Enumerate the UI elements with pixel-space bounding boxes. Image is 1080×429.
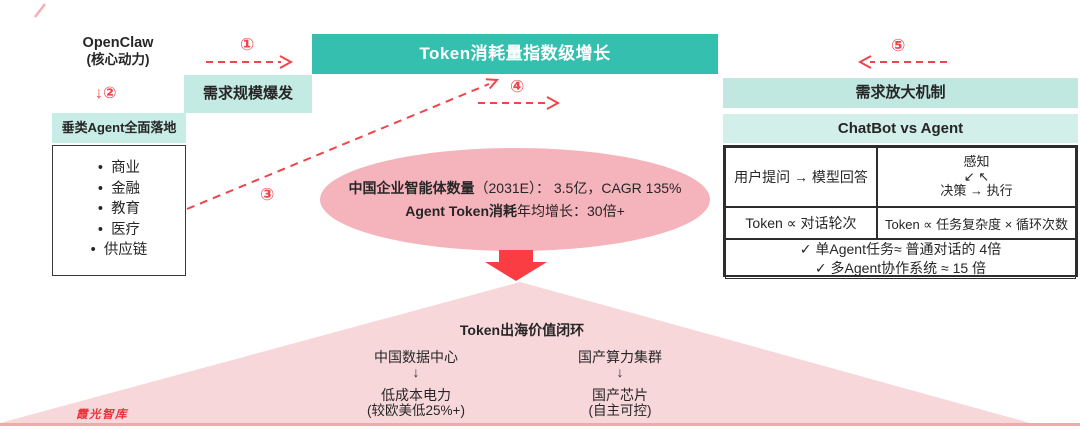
funnel-left-mid: 低成本电力: [381, 387, 451, 403]
corner-dash-decoration: [34, 3, 46, 18]
chatbot-flow-cell: 用户提问 → 模型回答: [725, 147, 877, 207]
list-item: 商业: [53, 158, 185, 179]
list-item: 金融: [53, 179, 185, 200]
list-item: 教育: [53, 199, 185, 220]
agent-token-cell: Token ∝ 任务复杂度 × 循环次数: [877, 207, 1076, 239]
amplification-header: 需求放大机制: [723, 78, 1078, 108]
forecast-line-1: 中国企业智能体数量（2031E）： 3.5亿，CAGR 135%: [349, 178, 682, 198]
agent-loop-arrows: ↙ ↖: [963, 168, 990, 184]
funnel-left-top: 中国数据中心: [374, 349, 458, 365]
comparison-table: 用户提问 → 模型回答 感知 ↙ ↖ 决策 → 执行 Token ∝ 对话轮次 …: [723, 145, 1078, 279]
multi-agent-note: ✓ 多Agent协作系统 ≈ 15 倍: [814, 260, 987, 276]
arrow-3-head-icon: [485, 78, 500, 90]
vertical-agent-list-box: 商业 金融 教育 医疗 供应链: [52, 145, 186, 276]
arrow-5-head-icon: [857, 55, 872, 69]
openclaw-label: OpenClaw (核心动力): [50, 35, 186, 68]
forecast-line-2-bold: Agent Token消耗: [405, 203, 517, 219]
forecast-line-2: Agent Token消耗年均增长：30倍+: [405, 201, 625, 221]
agent-loop-perceive: 感知: [963, 154, 990, 170]
single-agent-note: ✓ 单Agent任务≈ 普通对话的 4倍: [799, 241, 1002, 257]
openclaw-subtitle: (核心动力): [86, 52, 150, 67]
funnel-right-mid: 国产芯片: [592, 387, 648, 403]
list-item: 供应链: [53, 240, 185, 261]
arrow-4-head-icon: [546, 96, 561, 110]
funnel-left-note: (较欧美低25%+): [367, 403, 465, 418]
funnel-left-column: 中国数据中心 ↓ 低成本电力 (较欧美低25%+): [336, 349, 496, 418]
token-multiplier-cell: ✓ 单Agent任务≈ 普通对话的 4倍 ✓ 多Agent协作系统 ≈ 15 倍: [725, 239, 1076, 279]
arrow-1-head-icon: [279, 55, 294, 69]
funnel-right-column: 国产算力集群 ↓ 国产芯片 (自主可控): [540, 349, 700, 418]
forecast-line-2-rest: 年均增长：30倍+: [517, 203, 625, 219]
forecast-ellipse: 中国企业智能体数量（2031E）： 3.5亿，CAGR 135% Agent T…: [320, 148, 710, 251]
vertical-agent-header: 垂类Agent全面落地: [52, 113, 186, 143]
step-3-marker: ③: [260, 185, 275, 204]
agent-loop-cell: 感知 ↙ ↖ 决策 → 执行: [877, 147, 1076, 207]
chatbot-vs-agent-header: ChatBot vs Agent: [723, 114, 1078, 143]
brand-logo: 霞光智库: [76, 409, 128, 421]
funnel-right-note: (自主可控): [588, 403, 652, 418]
step-1-marker: ①: [240, 35, 255, 54]
step-4-marker: ④: [510, 77, 525, 96]
block-down-arrow-icon: [485, 250, 547, 281]
main-title-bar: Token消耗量指数级增长: [312, 34, 718, 74]
vertical-agent-list: 商业 金融 教育 医疗 供应链: [53, 158, 185, 261]
chatbot-token-cell: Token ∝ 对话轮次: [725, 207, 877, 239]
funnel-title: Token出海价值闭环: [459, 322, 585, 338]
funnel-right-top: 国产算力集群: [578, 349, 662, 365]
down-arrow-icon: ↓: [616, 364, 624, 380]
demand-burst-box: 需求规模爆发: [184, 75, 312, 113]
step-2-marker: ↓②: [95, 85, 117, 102]
step-5-marker: ⑤: [891, 36, 906, 55]
bottom-divider-line: [0, 423, 1080, 426]
down-arrow-icon: ↓: [412, 364, 420, 380]
openclaw-title: OpenClaw: [82, 35, 154, 51]
list-item: 医疗: [53, 220, 185, 241]
agent-loop-decide-execute: 决策 → 执行: [940, 183, 1013, 199]
forecast-line-1-rest: （2031E）： 3.5亿，CAGR 135%: [474, 180, 682, 196]
forecast-line-1-bold: 中国企业智能体数量: [348, 180, 475, 196]
